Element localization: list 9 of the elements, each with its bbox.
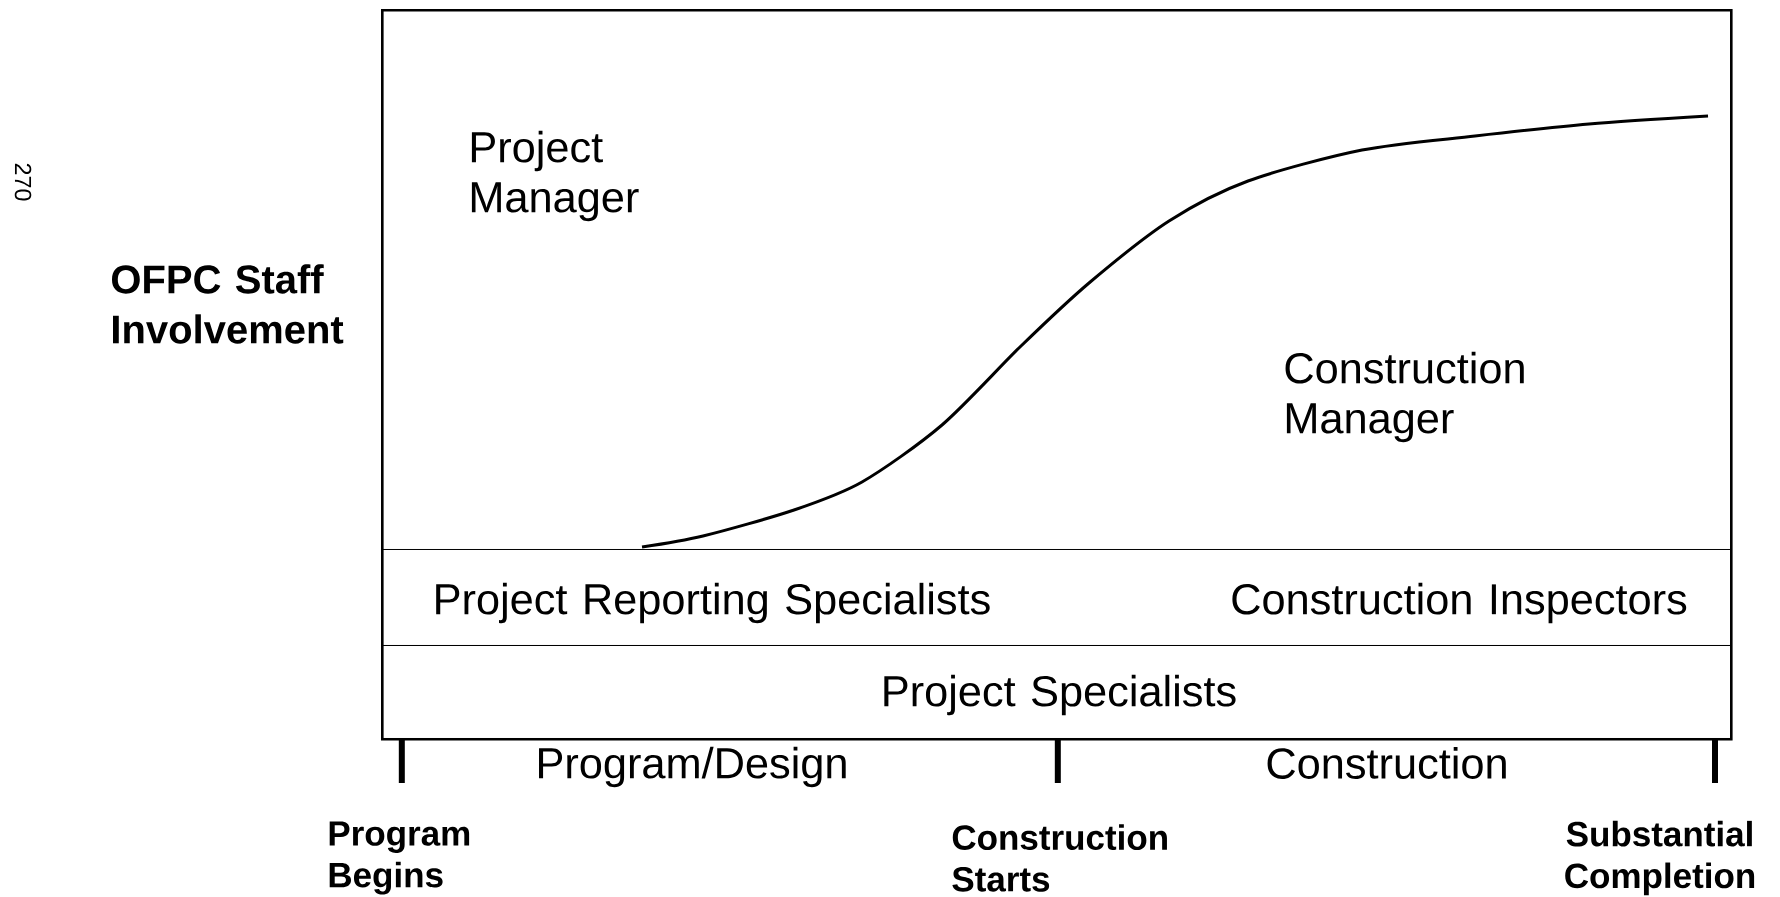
milestone-label: Program Begins bbox=[329, 821, 470, 895]
role-band: Project Reporting Specialists Construction Inspectors bbox=[381, 549, 1731, 646]
page-number: 270 bbox=[14, 163, 32, 201]
milestone-label: Construction Starts bbox=[952, 824, 1167, 892]
axis-title: OFPC Staff Involvement bbox=[112, 264, 344, 344]
phase-label: Construction bbox=[1267, 747, 1506, 779]
role-band: Project Specialists bbox=[381, 645, 1731, 739]
milestone-label: Substantial Completion bbox=[1565, 820, 1755, 896]
phase-label: Program/Design bbox=[539, 746, 846, 788]
